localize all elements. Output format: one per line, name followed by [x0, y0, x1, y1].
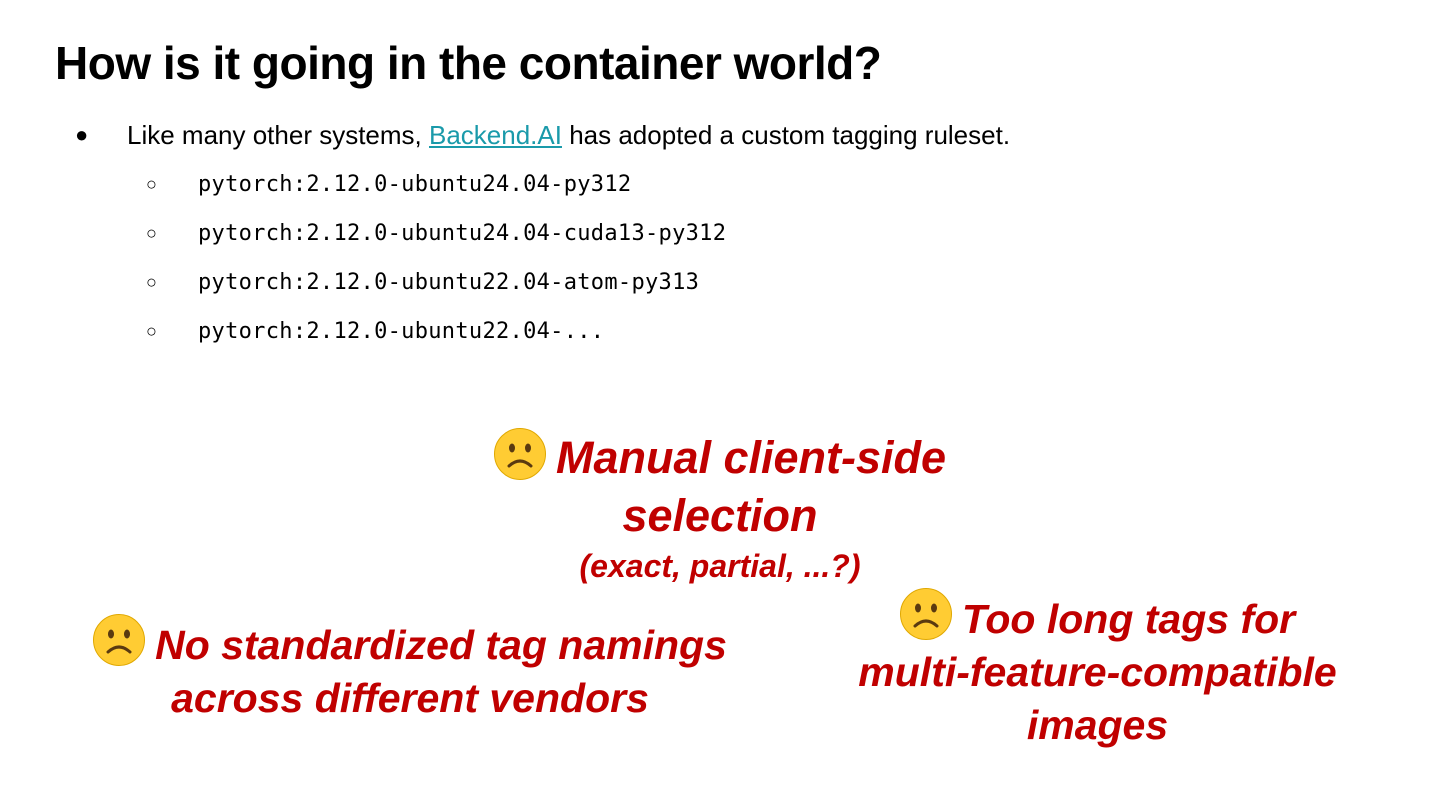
tag-list-item: ○ pytorch:2.12.0-ubuntu24.04-py312	[146, 163, 726, 212]
backend-ai-link[interactable]: Backend.AI	[429, 120, 562, 150]
frowning-face-icon	[93, 614, 146, 666]
callout-naming-line1: No standardized tag namings	[155, 622, 727, 668]
bullet-text: Like many other systems, Backend.AI has …	[127, 115, 1010, 155]
tag-code: pytorch:2.12.0-ubuntu22.04-...	[198, 319, 605, 344]
slide-title: How is it going in the container world?	[55, 37, 882, 89]
callout-manual-line1: Manual client-side	[555, 432, 947, 483]
sub-bullet-marker: ○	[146, 223, 157, 243]
tag-list-item: ○ pytorch:2.12.0-ubuntu22.04-...	[146, 310, 726, 359]
callout-manual-selection: Manual client-side selection (exact, par…	[440, 428, 1000, 587]
bullet-text-after: has adopted a custom tagging ruleset.	[561, 120, 1011, 150]
callout-line: Manual client-side	[440, 428, 1000, 487]
tag-code: pytorch:2.12.0-ubuntu24.04-py312	[198, 172, 632, 197]
callout-manual-line3: (exact, partial, ...?)	[579, 548, 861, 584]
callout-line: Too long tags for	[820, 588, 1375, 646]
sub-bullet-marker: ○	[146, 272, 157, 292]
tag-list: ○ pytorch:2.12.0-ubuntu24.04-py312 ○ pyt…	[146, 163, 726, 359]
sub-bullet-marker: ○	[146, 174, 157, 194]
bullet-marker: ●	[75, 122, 89, 147]
tag-list-item: ○ pytorch:2.12.0-ubuntu24.04-cuda13-py31…	[146, 212, 726, 261]
frowning-face-icon	[899, 588, 952, 640]
callout-standardized-naming: No standardized tag namings across diffe…	[60, 614, 760, 725]
tag-code: pytorch:2.12.0-ubuntu22.04-atom-py313	[198, 270, 700, 295]
sub-bullet-marker: ○	[146, 321, 157, 341]
bullet-item: ● Like many other systems, Backend.AI ha…	[75, 115, 1010, 155]
callout-long-tags: Too long tags for multi-feature-compatib…	[820, 588, 1375, 752]
callout-long-line1: Too long tags for	[961, 596, 1296, 642]
tag-code: pytorch:2.12.0-ubuntu24.04-cuda13-py312	[198, 221, 727, 246]
callout-naming-line2: across different vendors	[171, 675, 649, 721]
bullet-text-before: Like many other systems,	[127, 120, 429, 150]
callout-manual-line2: selection	[622, 490, 818, 541]
tag-list-item: ○ pytorch:2.12.0-ubuntu22.04-atom-py313	[146, 261, 726, 310]
frowning-face-icon	[493, 428, 546, 480]
callout-long-line2: multi-feature-compatible	[858, 649, 1337, 695]
callout-long-line3: images	[1026, 702, 1169, 748]
callout-line: No standardized tag namings	[60, 614, 760, 672]
